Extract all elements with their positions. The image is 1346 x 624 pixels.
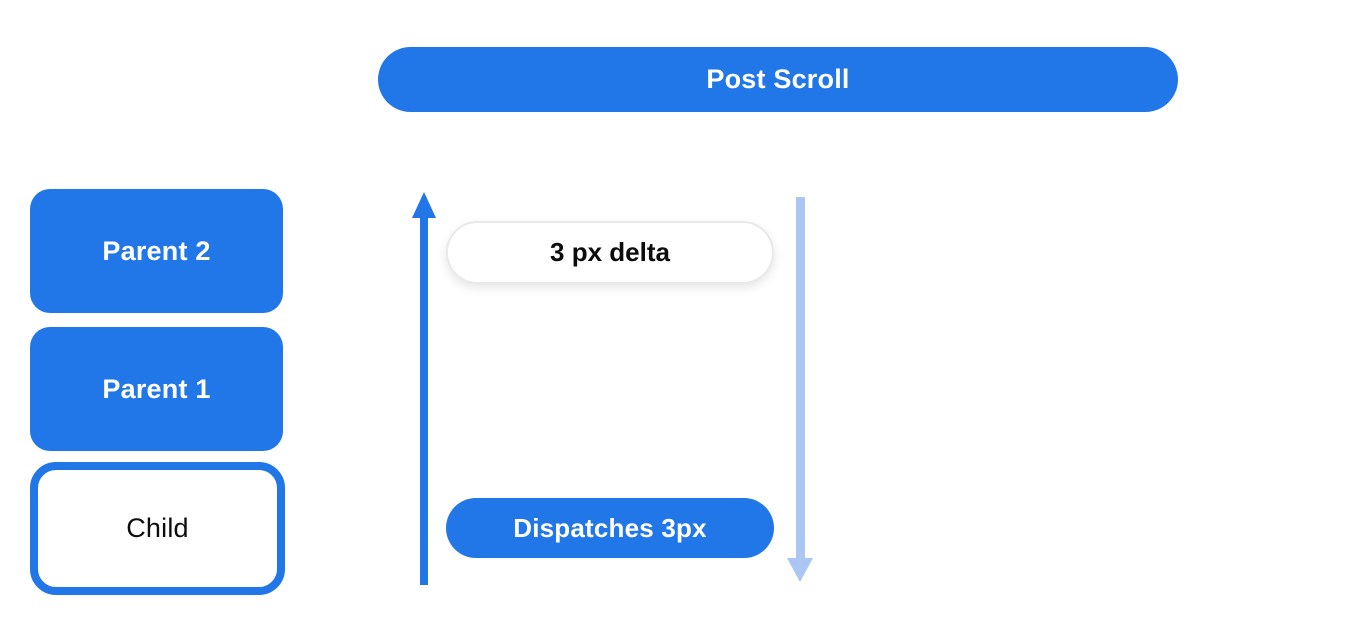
down-arrow-shaft	[796, 197, 805, 558]
node-child-label: Child	[126, 513, 189, 543]
down-arrow-icon	[787, 197, 813, 582]
delta-badge-label: 3 px delta	[550, 237, 670, 267]
node-parent-2-label: Parent 2	[102, 235, 211, 266]
delta-badge: 3 px delta	[446, 221, 774, 284]
up-arrow-icon	[412, 192, 436, 585]
dispatch-badge: Dispatches 3px	[446, 498, 774, 558]
up-arrowhead	[412, 192, 436, 218]
dispatch-badge-label: Dispatches 3px	[513, 512, 707, 543]
down-arrowhead	[787, 558, 813, 582]
node-child: Child	[30, 462, 285, 595]
node-parent-1: Parent 1	[30, 327, 283, 451]
post-scroll-label: Post Scroll	[706, 64, 850, 94]
node-parent-2: Parent 2	[30, 189, 283, 313]
node-parent-1-label: Parent 1	[102, 373, 211, 404]
up-arrow-shaft	[420, 214, 428, 585]
post-scroll-banner: Post Scroll	[378, 47, 1178, 112]
